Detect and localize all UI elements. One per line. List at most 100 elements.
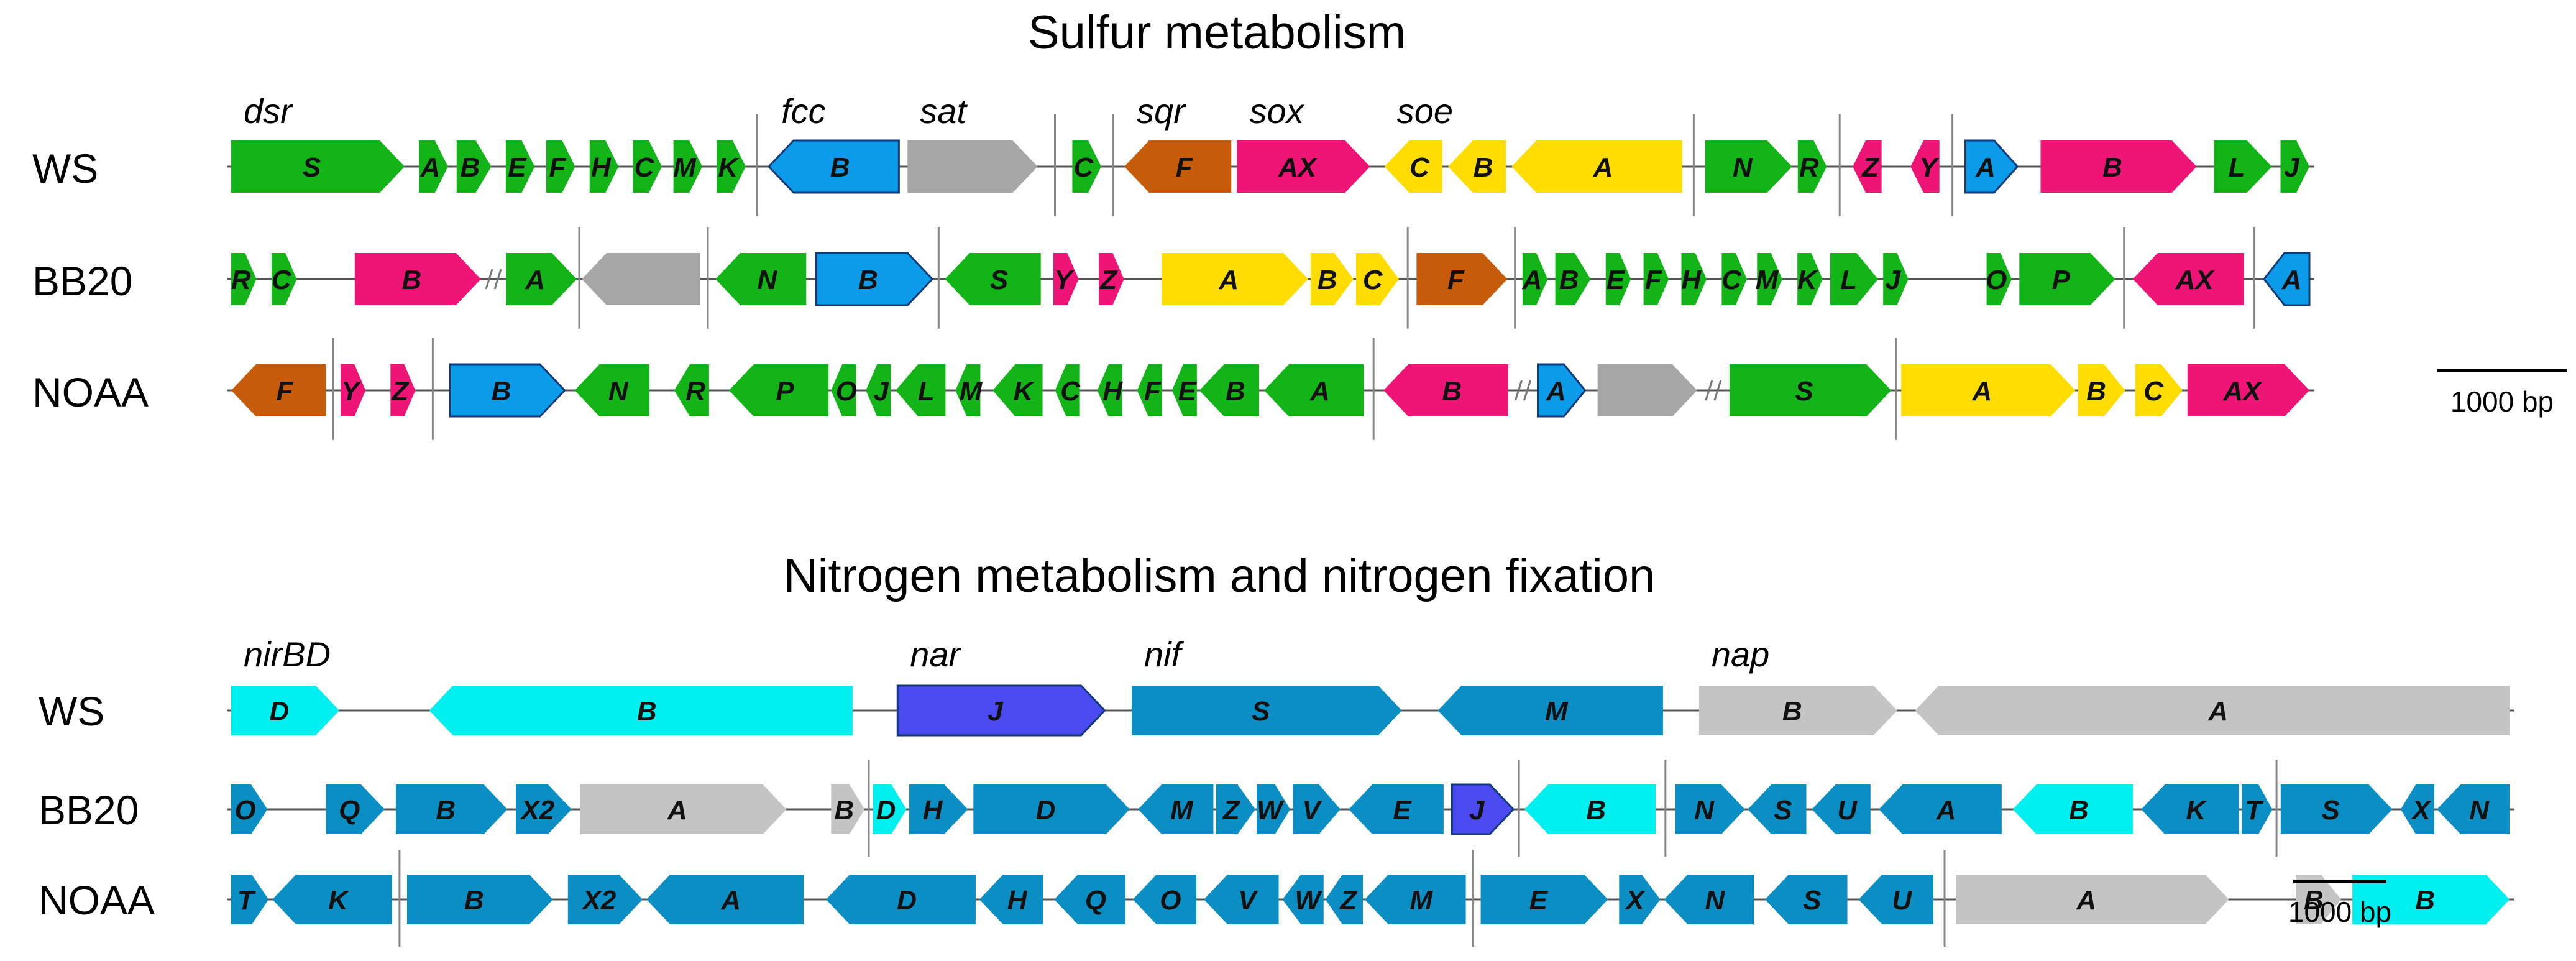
gene-arrow [1310,253,1354,305]
gene-arrow [1384,140,1442,193]
gene-arrow [873,784,907,834]
gene-arrow [945,253,1041,305]
gene-arrow [574,364,649,416]
gene-arrow [1555,253,1591,305]
gene-arrow [429,686,853,735]
gene-arrow [1132,875,1197,924]
gene-arrow [1675,784,1745,834]
gene-arrow [1216,784,1255,834]
gene-label: P [2052,265,2071,295]
gene-label: AX [1278,152,1318,183]
gene-arrow [2263,252,2311,306]
gene-arrow [1349,784,1444,834]
gene-arrow [1237,140,1370,193]
gene-arrow [826,875,976,924]
gene-label: A [1309,376,1330,407]
gene-label: L [2229,152,2245,183]
gene-label: H [923,795,943,825]
gene-arrow [1986,253,2012,305]
gene-arrow [955,364,981,416]
gene-arrow [2400,784,2434,834]
break-mark [1515,380,1531,401]
gene-arrow [1964,139,2019,194]
gene-label: E [1607,265,1626,295]
gene-label: F [549,152,567,183]
gene-arrow [580,784,787,834]
gene-arrow [546,140,575,193]
gene-label: K [328,885,350,916]
gene-arrow [2132,253,2244,305]
gene-arrow [909,784,968,834]
nitrogen-section-title: Nitrogen metabolism and nitrogen fixatio… [784,549,1656,602]
sulfur-section-title: Sulfur metabolism [1028,6,1406,59]
gene-arrow [1956,875,2229,924]
gene-arrow [582,253,700,305]
gene-label: F [1447,265,1465,295]
gene-label: S [1774,795,1792,825]
gene-label: J [2284,152,2300,183]
gene-label: M [960,376,983,407]
gene-arrow [1437,686,1663,735]
family-label: nap [1712,635,1769,674]
gene-label: U [1837,795,1858,825]
gene-arrow [2187,364,2309,416]
gene-arrow [2280,784,2393,834]
gene-label: M [1756,265,1779,295]
gene-arrow [449,363,566,418]
gene-arrow [231,784,268,834]
gene-label: A [1546,376,1566,407]
gene-arrow [646,875,804,924]
sulfur-scale-bar: 1000 bp [2437,369,2567,418]
gene-label: C [635,152,655,183]
gene-arrow [831,364,856,416]
gene-arrow [326,784,385,834]
gene-label: H [591,152,612,183]
gene-label: B [637,696,657,727]
gene-label: B [436,795,456,825]
gene-arrow [1901,364,2076,416]
gene-label: M [1545,696,1569,727]
gene-arrow [1910,140,1940,193]
gene-arrow [1097,364,1122,416]
gene-label: E [1529,885,1549,916]
gene-arrow [1853,140,1882,193]
gene-label: A [1218,265,1239,295]
gene-label: A [1522,265,1542,295]
gene-arrow [2078,364,2125,416]
gene-arrow [1721,253,1748,305]
track-label: BB20 [32,258,132,304]
gene-label: B [1226,376,1245,407]
family-label: sqr [1137,91,1186,131]
gene-arrow [1748,784,1807,834]
gene-label: M [673,152,697,183]
gene-label: K [1797,265,1819,295]
gene-arrow [1364,875,1466,924]
gene-label: W [1257,795,1285,825]
gene-label: N [608,376,629,407]
gene-label: K [718,152,740,183]
gene-label: B [461,152,480,183]
gene-arrow [1729,364,1892,416]
gene-arrow [515,784,572,834]
gene-arrow [1099,253,1124,305]
gene-arrow [354,253,481,305]
gene-label: A [720,885,741,916]
gene-label: A [1975,152,1996,183]
family-label: nif [1144,635,1185,674]
gene-arrow [2141,784,2239,834]
gene-label: V [1238,885,1258,916]
family-label: sox [1250,91,1305,131]
gene-arrow [231,253,257,305]
gene-label: R [685,376,705,407]
gene-arrow [1524,784,1656,834]
gene-label: B [1318,265,1337,295]
gene-label: A [1593,152,1613,183]
gene-label: E [508,152,527,183]
gene-label: A [2281,265,2302,295]
track-label: NOAA [39,877,155,923]
gene-label: B [2069,795,2089,825]
gene-label: Q [339,795,360,825]
gene-label: K [1014,376,1035,407]
